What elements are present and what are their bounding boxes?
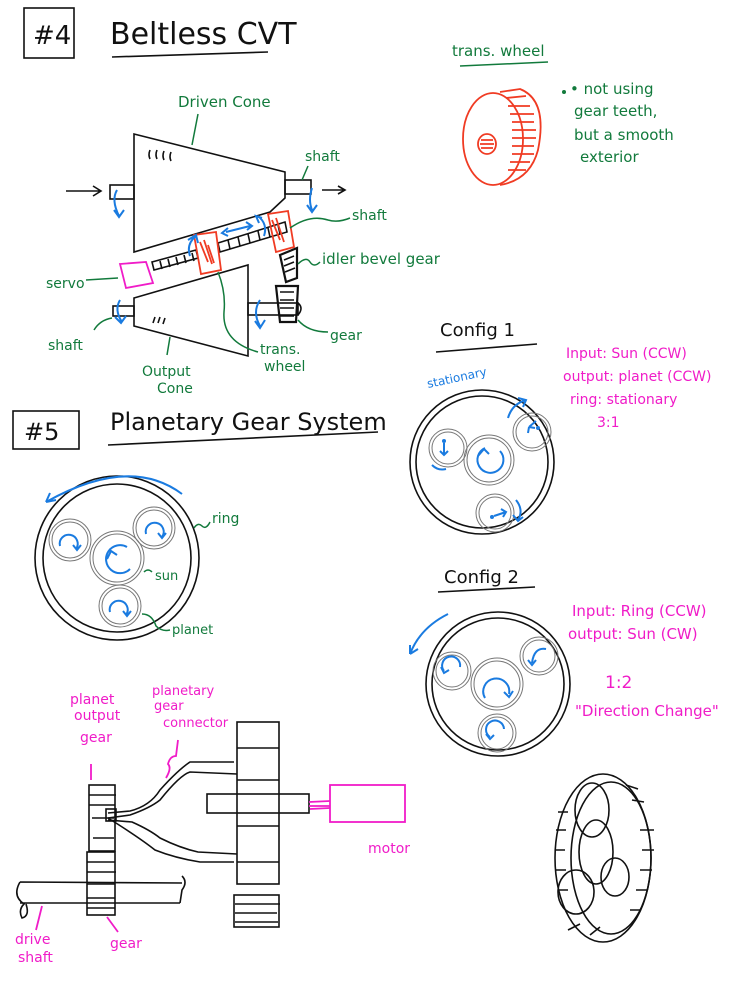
label-planet-output-gear-1: planet	[70, 692, 115, 708]
rotation-arrow-icon	[254, 299, 266, 330]
label-ring: ring	[212, 511, 239, 527]
label-sun: sun	[155, 569, 178, 584]
note-line-4: exterior	[580, 148, 639, 166]
label-drive-shaft-2: shaft	[18, 950, 53, 966]
output-arrow-icon	[322, 185, 347, 195]
label-output-cone-1: Output	[142, 364, 191, 380]
label-trans-wheel-1: trans.	[260, 342, 300, 358]
planetary-gear-config-2	[409, 611, 571, 757]
driven-shaft-right	[284, 179, 312, 195]
config-1-line-4: 3:1	[597, 415, 620, 431]
label-planet-output-gear-2: output	[74, 708, 121, 724]
label-shaft-mid: shaft	[352, 208, 387, 224]
rotation-arrow-icon	[306, 187, 318, 214]
idler-bevel-gear	[278, 246, 299, 284]
output-shaft-right	[247, 302, 299, 316]
section-4-title: Beltless CVT	[110, 17, 297, 52]
note-line-1: • not using	[570, 80, 653, 98]
config-2-line-4: "Direction Change"	[575, 702, 719, 720]
label-servo: servo	[46, 276, 85, 292]
label-stationary: stationary	[426, 365, 488, 391]
planetary-gear-main	[34, 475, 200, 641]
label-motor: motor	[368, 841, 410, 857]
label-connector-3: connector	[163, 716, 229, 731]
trans-wheel-heading: trans. wheel	[452, 42, 545, 60]
config-2-line-2: output: Sun (CW)	[568, 625, 698, 643]
label-drive-shaft-1: drive	[15, 932, 50, 948]
config-1-heading: Config 1	[440, 320, 515, 341]
label-connector-2: gear	[154, 699, 184, 714]
config-2-line-1: Input: Ring (CCW)	[572, 602, 707, 620]
slide-arrow-icon	[220, 221, 254, 237]
config-2-heading: Config 2	[444, 567, 519, 588]
output-gear	[274, 284, 300, 324]
planetary-3d-sketch	[554, 773, 654, 943]
bullet-dot	[562, 90, 566, 94]
config-1-line-3: ring: stationary	[570, 392, 677, 408]
section-5-box	[12, 410, 80, 450]
label-connector-1: planetary	[152, 684, 214, 699]
assembly-side-view	[16, 721, 310, 928]
title-underline	[107, 431, 379, 446]
rotation-arrow-icon	[113, 189, 125, 219]
label-idler-bevel-gear: idler bevel gear	[322, 250, 441, 268]
config-1-line-2: output: planet (CCW)	[563, 369, 711, 385]
label-shaft-left: shaft	[48, 338, 83, 354]
servo-body	[118, 261, 155, 290]
config-1-line-1: Input: Sun (CCW)	[566, 346, 687, 362]
note-line-3: but a smooth	[574, 126, 674, 144]
section-4-box	[23, 7, 75, 59]
label-gear: gear	[330, 328, 362, 344]
output-shaft-left	[112, 305, 135, 317]
input-shaft	[109, 184, 135, 200]
trans-wheel-illustration	[462, 88, 542, 186]
trans-wheel-left	[192, 230, 223, 276]
section-5-title: Planetary Gear System	[110, 408, 387, 436]
input-arrow-icon	[66, 185, 103, 197]
label-driven-cone: Driven Cone	[178, 93, 271, 111]
title-underline	[111, 51, 269, 58]
planetary-gear-config-1	[409, 389, 555, 535]
motor-box	[329, 784, 406, 823]
config-2-line-3: 1:2	[605, 673, 632, 693]
label-planet: planet	[172, 623, 213, 638]
label-trans-wheel-2: wheel	[264, 359, 305, 375]
label-shaft-top: shaft	[305, 149, 340, 165]
note-line-2: gear teeth,	[574, 102, 657, 120]
driven-cone	[133, 132, 286, 254]
label-planet-output-gear-3: gear	[80, 730, 112, 746]
section-4-number: #4	[33, 21, 71, 51]
section-5-number: #5	[24, 418, 59, 446]
label-output-cone-2: Cone	[157, 381, 193, 397]
label-gear-bottom: gear	[110, 936, 142, 952]
rotation-arrow-icon	[114, 299, 127, 325]
trans-wheel-right	[266, 209, 296, 254]
